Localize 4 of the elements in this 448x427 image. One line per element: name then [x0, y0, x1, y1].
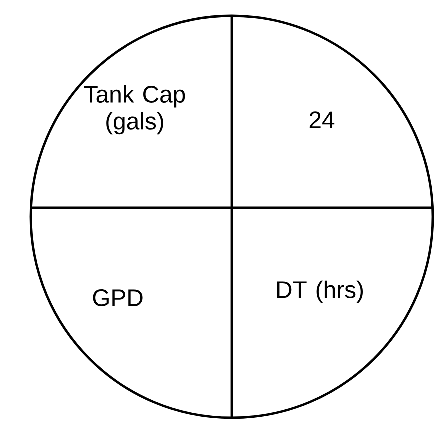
quadrant-label: GPD — [93, 290, 143, 306]
quadrant-label: DT (hrs) — [277, 280, 363, 304]
quadrant-label: Tank Cap (gals) — [84, 85, 186, 135]
quadrant-label: 24 — [310, 112, 335, 128]
